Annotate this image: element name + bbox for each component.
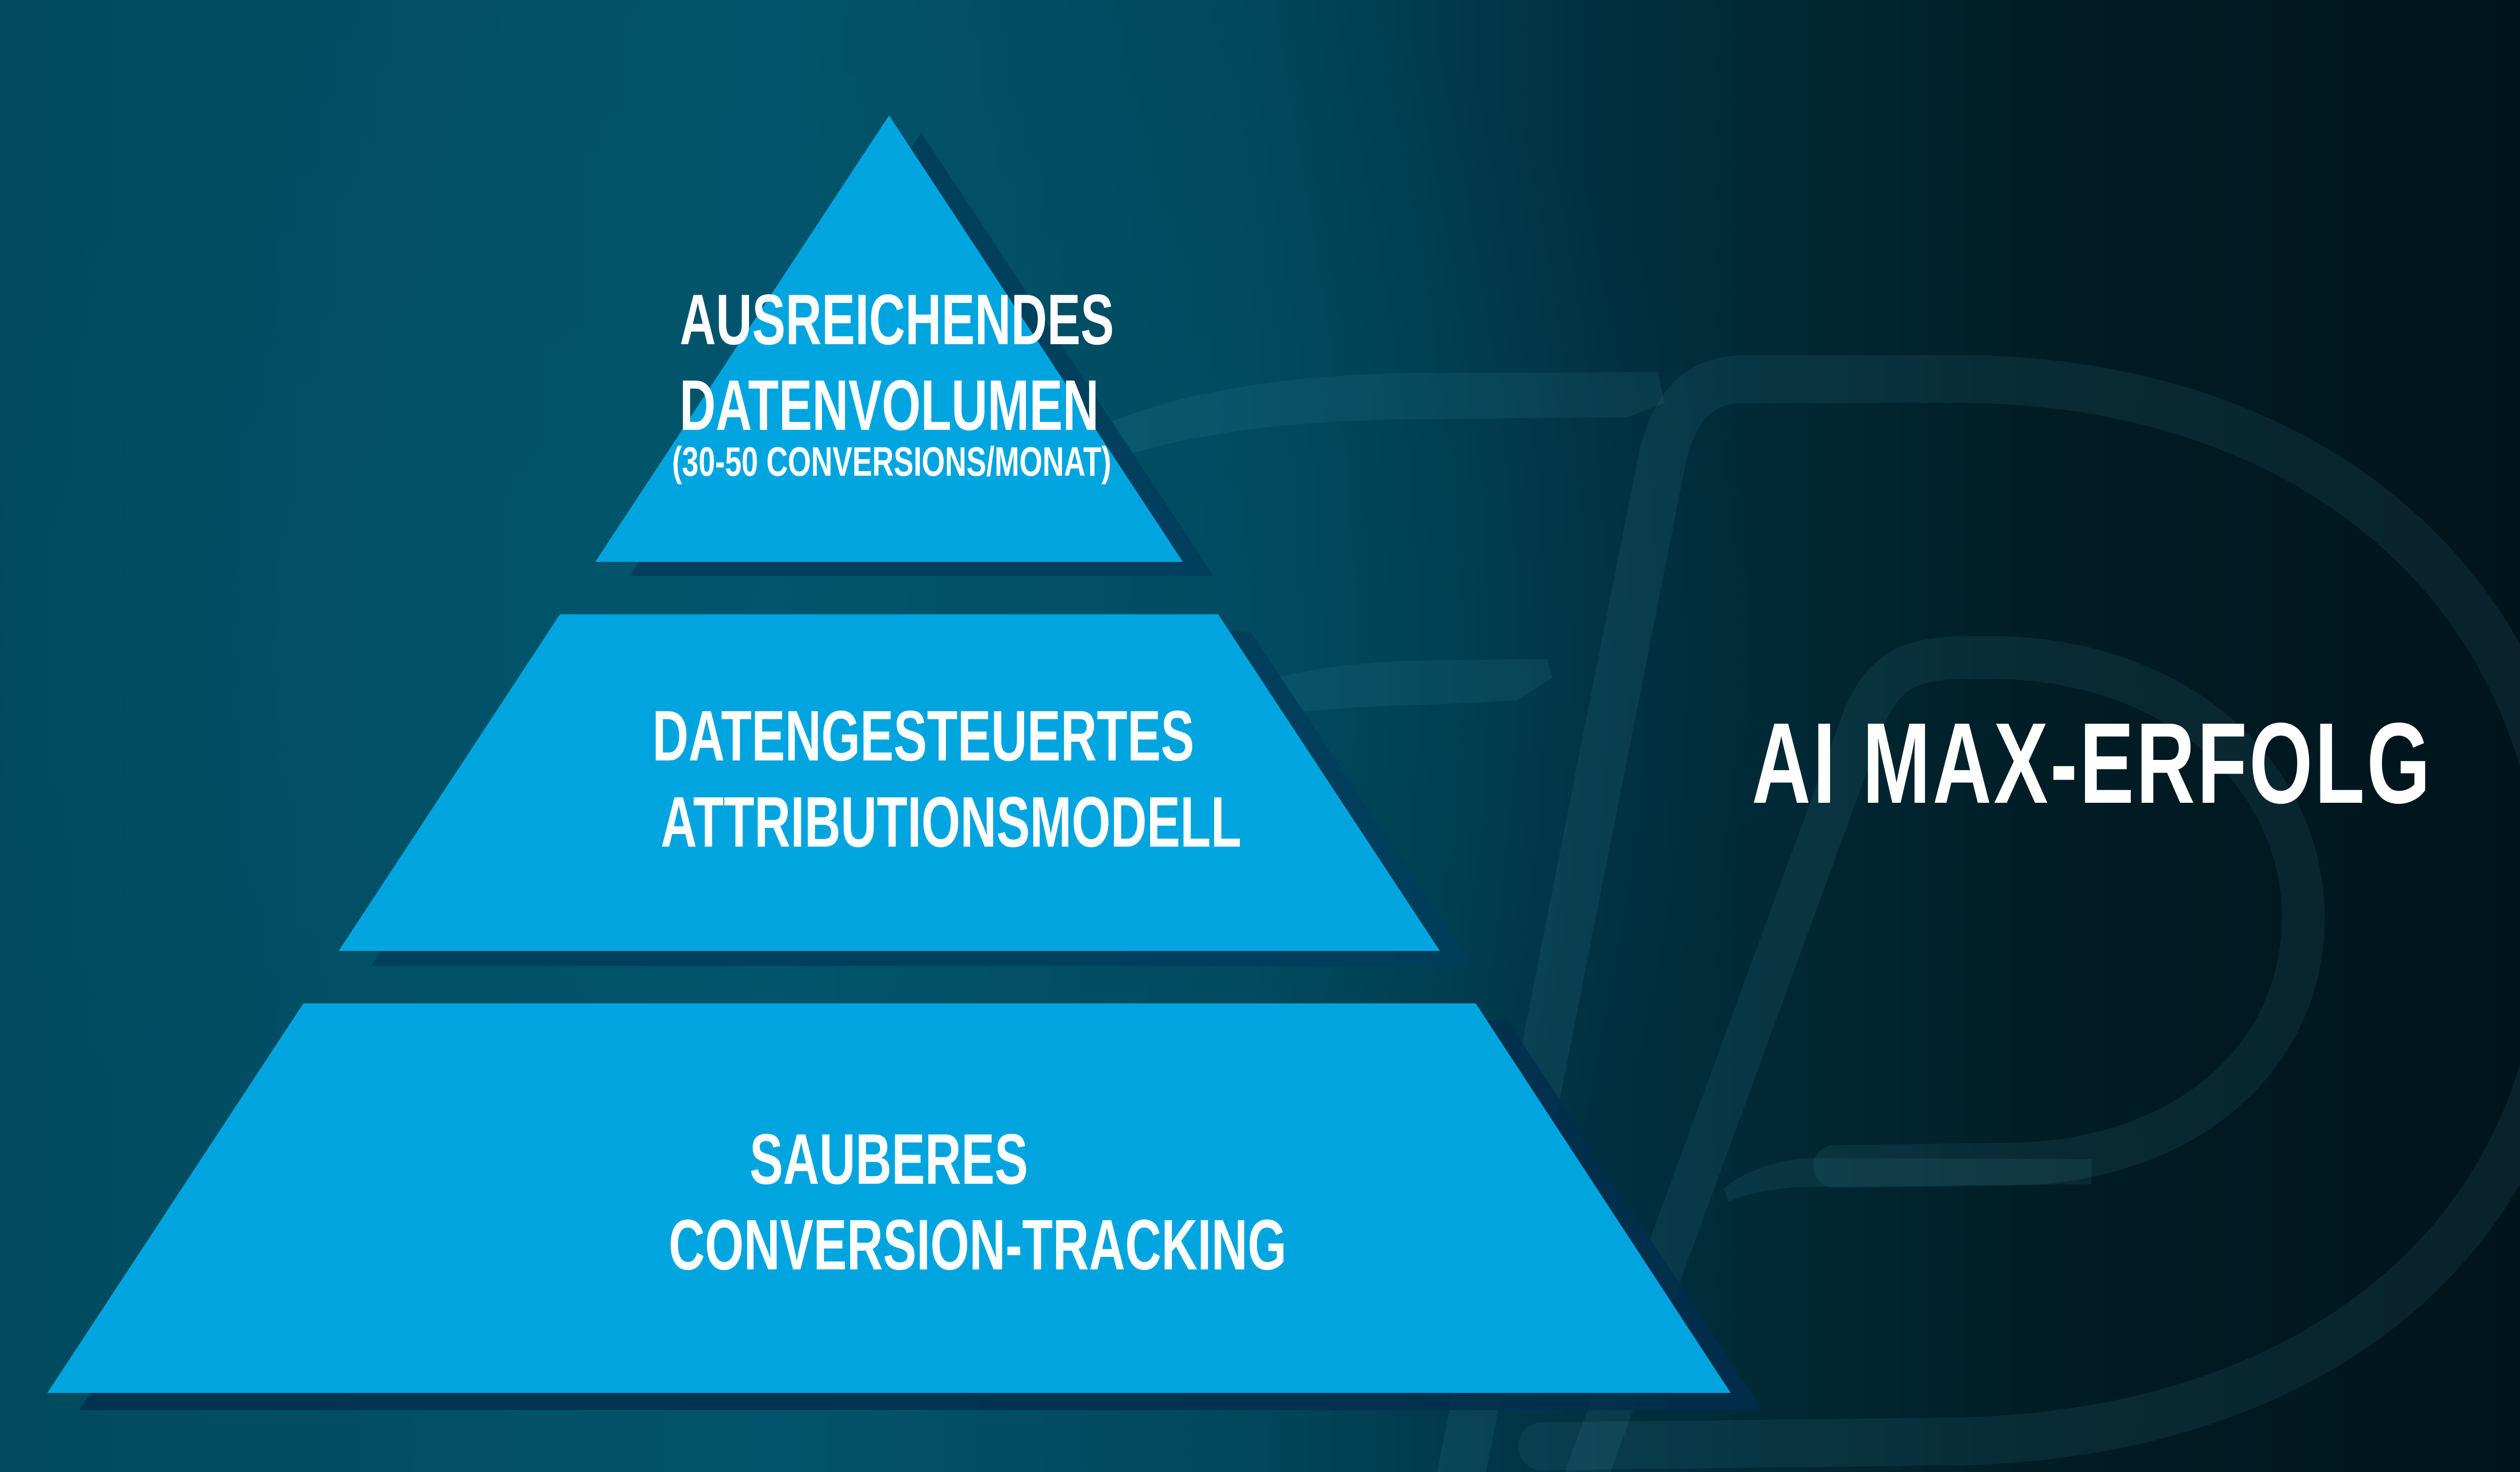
tier-bottom-line-1: SAUBERES	[749, 1119, 1029, 1199]
tier-top-label: AUSREICHENDES DATENVOLUMEN (30-50 CONVER…	[587, 282, 1191, 494]
slide-title: AI MAX-ERFOLG	[1751, 699, 2433, 827]
tier-middle-line-2: ATTRIBUTIONSMODELL	[660, 782, 1242, 862]
tier-middle-line-1: DATENGESTEUERTES	[652, 696, 1194, 776]
tier-middle-label: DATENGESTEUERTES ATTRIBUTIONSMODELL	[536, 700, 1242, 862]
tier-bottom-label: SAUBERES CONVERSION-TRACKING	[536, 1119, 1287, 1285]
tier-top-line-1: AUSREICHENDES	[679, 280, 1114, 360]
pyramid-tier-top	[595, 115, 1183, 562]
tier-top-subtitle: (30-50 CONVERSIONS/MONAT)	[672, 439, 1111, 485]
tier-bottom-line-2: CONVERSION-TRACKING	[668, 1205, 1287, 1285]
pyramid-tier-bottom	[47, 1003, 1731, 1393]
tier-top-line-2: DATENVOLUMEN	[679, 365, 1099, 445]
pyramid-tier-middle	[339, 614, 1440, 951]
